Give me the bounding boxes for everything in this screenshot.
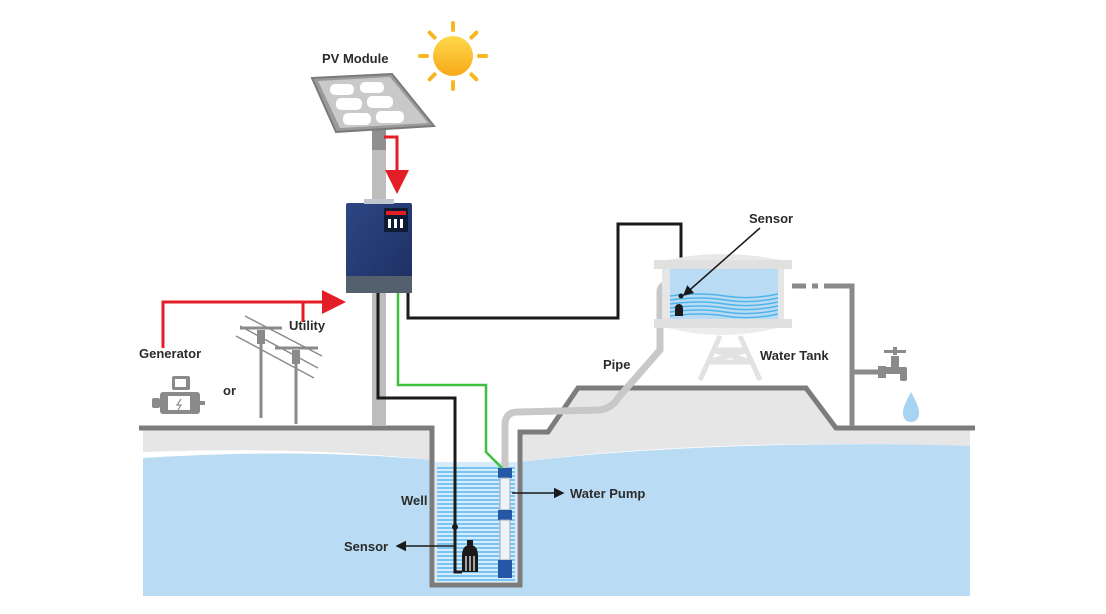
signal-lines (376, 222, 683, 574)
well-sensor-cable (376, 293, 462, 574)
tank-water-wave (669, 305, 779, 311)
tank-water-wave (669, 309, 779, 315)
soil-hill (520, 388, 970, 462)
well-sensor (462, 540, 478, 572)
label-sensor-tank: Sensor (749, 211, 793, 226)
pump-cable (396, 293, 503, 469)
sun-ray (427, 72, 437, 82)
tank-water-wave (669, 313, 779, 319)
pole-cap (372, 128, 386, 150)
water-drop-icon (902, 392, 920, 422)
inverter (346, 199, 412, 293)
ground (139, 385, 975, 596)
tank-water-wave (669, 301, 779, 307)
tank-sensor-pointer (682, 227, 761, 296)
tank-tower (697, 334, 763, 382)
pv-power-line (384, 135, 409, 194)
water-tank (654, 227, 792, 382)
tank-sensor-cable (406, 222, 683, 320)
label-utility: Utility (289, 318, 326, 333)
sun-icon (418, 21, 488, 91)
water-pump (498, 468, 512, 578)
groundwater (143, 444, 970, 596)
faucet-icon (878, 347, 907, 381)
sun-ray (427, 30, 437, 40)
label-pipe: Pipe (603, 357, 630, 372)
inverter-display (388, 219, 403, 228)
ground-outline (139, 385, 975, 588)
outlet-pipe (792, 283, 920, 426)
label-water-pump: Water Pump (570, 486, 645, 501)
power-lines (161, 135, 409, 348)
label-or: or (223, 383, 236, 398)
pv-module (310, 72, 436, 134)
soil-left (143, 428, 432, 460)
label-generator: Generator (139, 346, 201, 361)
label-sensor-well: Sensor (344, 539, 388, 554)
sun-ray (469, 30, 479, 40)
label-pv-module: PV Module (322, 51, 388, 66)
tank-sensor (675, 304, 683, 316)
utility-poles (235, 315, 323, 424)
tank-water-wave (669, 297, 779, 303)
generator-power-line (161, 290, 346, 348)
label-water-tank: Water Tank (760, 348, 829, 363)
label-well: Well (401, 493, 428, 508)
sun-ray (469, 72, 479, 82)
well-sensor-node (452, 524, 458, 530)
generator-icon (152, 376, 205, 414)
